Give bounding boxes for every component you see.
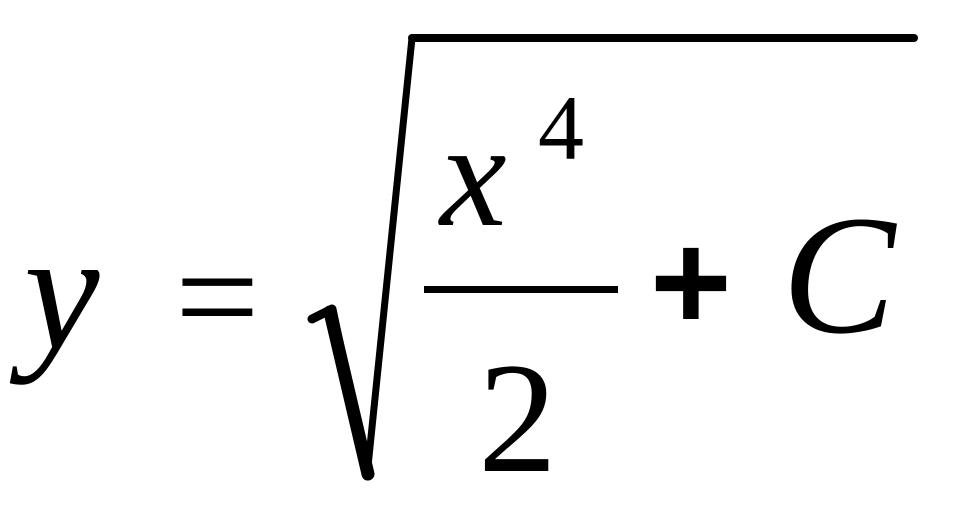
variable-x: x [440,92,507,258]
plus-sign: + [650,203,732,360]
equals-sign: = [175,214,260,380]
radical-hook-thick [323,305,375,481]
variable-y: y [24,197,100,385]
denominator-2: 2 [478,331,557,506]
fraction-bar [424,286,618,293]
radical-rise [363,34,416,480]
constant-c: C [782,181,896,369]
exponent-4: 4 [538,77,584,179]
